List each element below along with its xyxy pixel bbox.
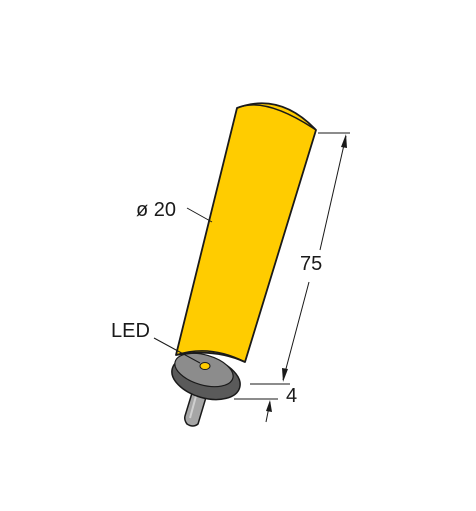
diameter-leader-line	[186, 207, 213, 223]
arrow-up-icon	[341, 134, 347, 148]
led-leader-line	[153, 337, 201, 364]
end-cap	[171, 352, 241, 401]
arrow-down-icon	[282, 368, 288, 382]
length-dimension	[250, 132, 350, 385]
led-label: LED	[111, 320, 150, 342]
diameter-label: ø 20	[136, 199, 176, 221]
length-label: 75	[300, 253, 322, 275]
arrow-up-small-icon	[266, 400, 272, 412]
sensor-body	[175, 102, 317, 363]
led-indicator	[199, 362, 211, 370]
offset-label: 4	[286, 385, 297, 407]
offset-dimension	[234, 398, 278, 423]
